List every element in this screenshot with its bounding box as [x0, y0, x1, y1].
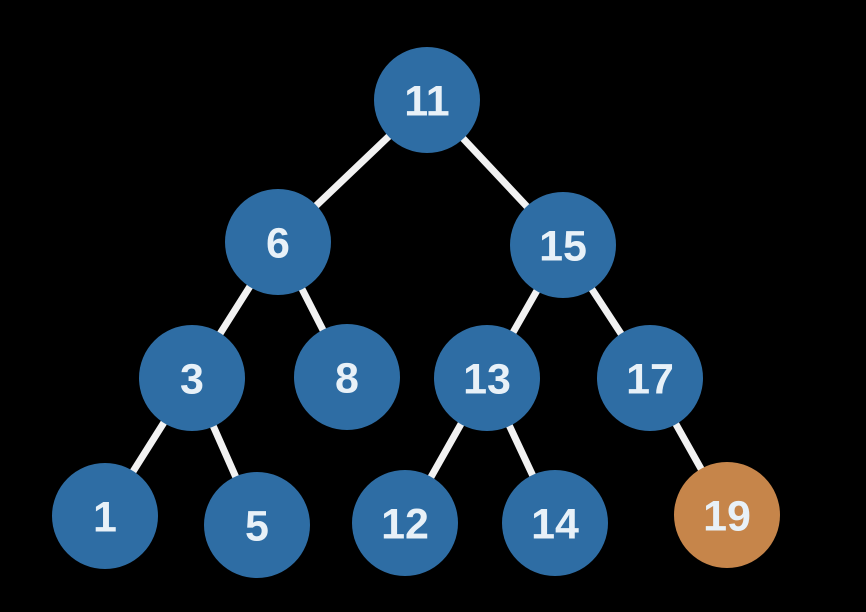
tree-node-circle: [502, 470, 608, 576]
tree-node-label: 12: [381, 500, 429, 548]
tree-node-label: 19: [703, 492, 751, 540]
tree-node-label: 8: [335, 354, 359, 402]
tree-node-circle: [374, 47, 480, 153]
tree-node-15: 15: [510, 192, 616, 298]
tree-node-1: 1: [52, 463, 158, 569]
tree-node-12: 12: [352, 470, 458, 576]
tree-node-8: 8: [294, 324, 400, 430]
tree-edges-layer: [101, 96, 731, 529]
tree-node-circle: [204, 472, 310, 578]
tree-node-label: 13: [463, 355, 511, 403]
tree-node-label: 6: [266, 219, 290, 267]
tree-node-circle: [139, 325, 245, 431]
tree-node-3: 3: [139, 325, 245, 431]
tree-node-circle: [510, 192, 616, 298]
tree-node-label: 17: [626, 355, 674, 403]
tree-node-circle: [225, 189, 331, 295]
tree-node-circle-highlighted: [674, 462, 780, 568]
tree-node-circle: [434, 325, 540, 431]
tree-node-11: 11: [374, 47, 480, 153]
tree-node-circle: [597, 325, 703, 431]
tree-node-label: 11: [404, 77, 449, 125]
tree-node-label: 14: [531, 500, 579, 548]
tree-node-14: 14: [502, 470, 608, 576]
tree-node-19: 19: [674, 462, 780, 568]
tree-node-17: 17: [597, 325, 703, 431]
tree-node-circle: [352, 470, 458, 576]
tree-node-6: 6: [225, 189, 331, 295]
tree-node-label: 5: [245, 502, 269, 550]
tree-node-5: 5: [204, 472, 310, 578]
tree-node-13: 13: [434, 325, 540, 431]
tree-node-label: 15: [539, 222, 587, 270]
tree-node-circle: [294, 324, 400, 430]
tree-node-label: 3: [180, 355, 204, 403]
tree-node-circle: [52, 463, 158, 569]
tree-node-label: 1: [93, 493, 117, 541]
